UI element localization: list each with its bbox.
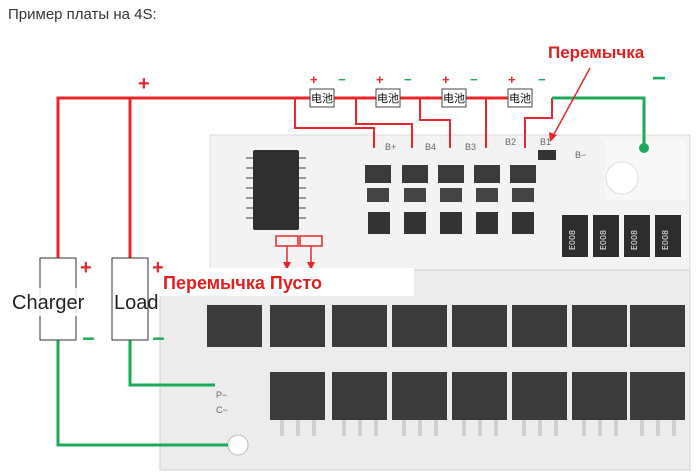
cell2-minus: − xyxy=(404,72,412,87)
cell1-minus: − xyxy=(338,72,346,87)
battery-cell-2-label: 电池 xyxy=(377,92,399,105)
load-label: Load xyxy=(114,292,159,314)
charger-plus: + xyxy=(80,257,92,279)
shunt-label: E008 xyxy=(568,230,577,250)
pad-label-b-minus: B− xyxy=(575,150,586,160)
shunt-label: E008 xyxy=(599,230,608,250)
cell4-plus: + xyxy=(508,72,516,87)
mosfet-row-top xyxy=(207,305,685,347)
pad-label-b4: B4 xyxy=(425,142,436,152)
pad-label-b1: B1 xyxy=(540,137,551,147)
shunt-label: E008 xyxy=(661,230,670,250)
load-plus: + xyxy=(152,257,164,279)
balance-tap-wires xyxy=(294,98,553,148)
load-minus: − xyxy=(152,326,165,351)
pad-label-p-minus: P− xyxy=(216,390,227,400)
battery-cell-1-label: 电池 xyxy=(311,92,333,105)
shunt-resistors: E008 E008 E008 E008 xyxy=(562,215,681,257)
pad-label-b3: B3 xyxy=(465,142,476,152)
cell4-minus: − xyxy=(538,72,546,87)
load-box xyxy=(111,257,149,341)
jumper-empty-pads xyxy=(275,235,323,270)
mosfet-row-bottom xyxy=(270,372,685,420)
battery-cells: 电池 电池 电池 电池 xyxy=(309,88,533,108)
cell3-plus: + xyxy=(442,72,450,87)
balance-components xyxy=(365,150,556,234)
main-minus-sign: − xyxy=(652,65,666,92)
jumper-empty-callout: Перемычка Пусто xyxy=(163,273,322,293)
caption: Пример платы на 4S: xyxy=(8,6,157,23)
charger-minus: − xyxy=(82,326,95,351)
negative-wires xyxy=(56,96,646,447)
charger-label: Charger xyxy=(12,292,85,314)
main-plus-sign: + xyxy=(138,73,150,95)
mosfet-legs xyxy=(280,420,676,436)
pad-label-b-plus: B+ xyxy=(385,142,396,152)
jumper-empty-label-bg xyxy=(158,268,414,296)
shunt-label: E008 xyxy=(630,230,639,250)
cell2-plus: + xyxy=(376,72,384,87)
b-minus-solder-point xyxy=(639,143,649,153)
battery-polarity-marks: + − + − + − + − xyxy=(310,72,546,87)
jumper-callout-arrow xyxy=(552,67,591,137)
cell1-plus: + xyxy=(310,72,318,87)
pad-labels: B+ B4 B3 B2 B1 B− P− C− xyxy=(216,137,586,415)
bms-ic-chip xyxy=(246,150,306,230)
jumper-callout: Перемычка xyxy=(548,43,645,62)
battery-cell-3-label: 电池 xyxy=(443,92,465,105)
battery-cell-4-label: 电池 xyxy=(509,92,531,105)
pad-label-c-minus: C− xyxy=(216,405,228,415)
cell3-minus: − xyxy=(470,72,478,87)
pad-label-b2: B2 xyxy=(505,137,516,147)
